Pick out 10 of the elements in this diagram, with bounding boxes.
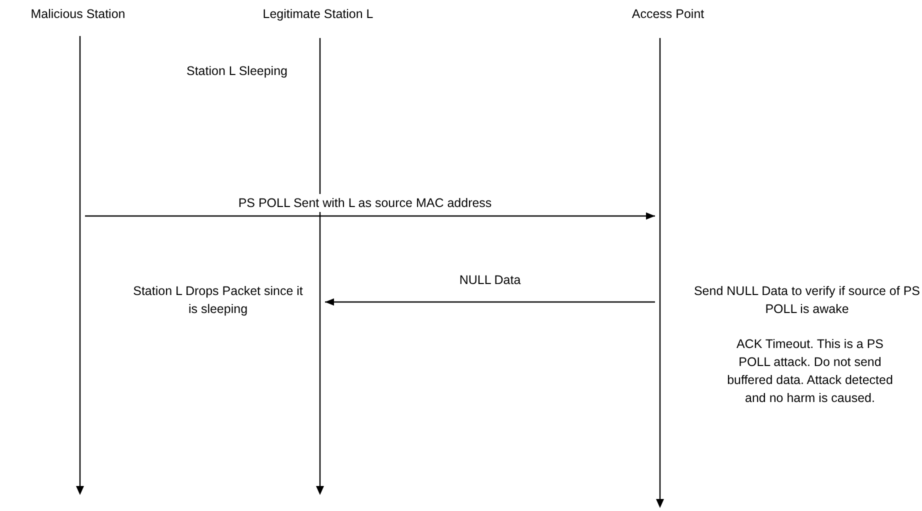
note-text: Send NULL Data to verify if source of PS POLL is awake bbox=[692, 283, 922, 318]
note-text: ACK Timeout. This is a PS POLL attack. Do not send buffered data. Attack detected and no harm is caused. bbox=[726, 336, 894, 407]
lifeline-label: Malicious Station bbox=[30, 6, 126, 23]
message-arrow bbox=[85, 212, 655, 220]
lifeline-label: Legitimate Station L bbox=[262, 6, 374, 23]
edge-label: PS POLL Sent with L as source MAC address bbox=[237, 194, 493, 212]
lifeline-label: Access Point bbox=[632, 6, 704, 23]
note-text: Station L Drops Packet since it is sleeping bbox=[132, 283, 304, 318]
note-text: Station L Sleeping bbox=[185, 63, 288, 80]
message-arrow bbox=[325, 298, 655, 306]
